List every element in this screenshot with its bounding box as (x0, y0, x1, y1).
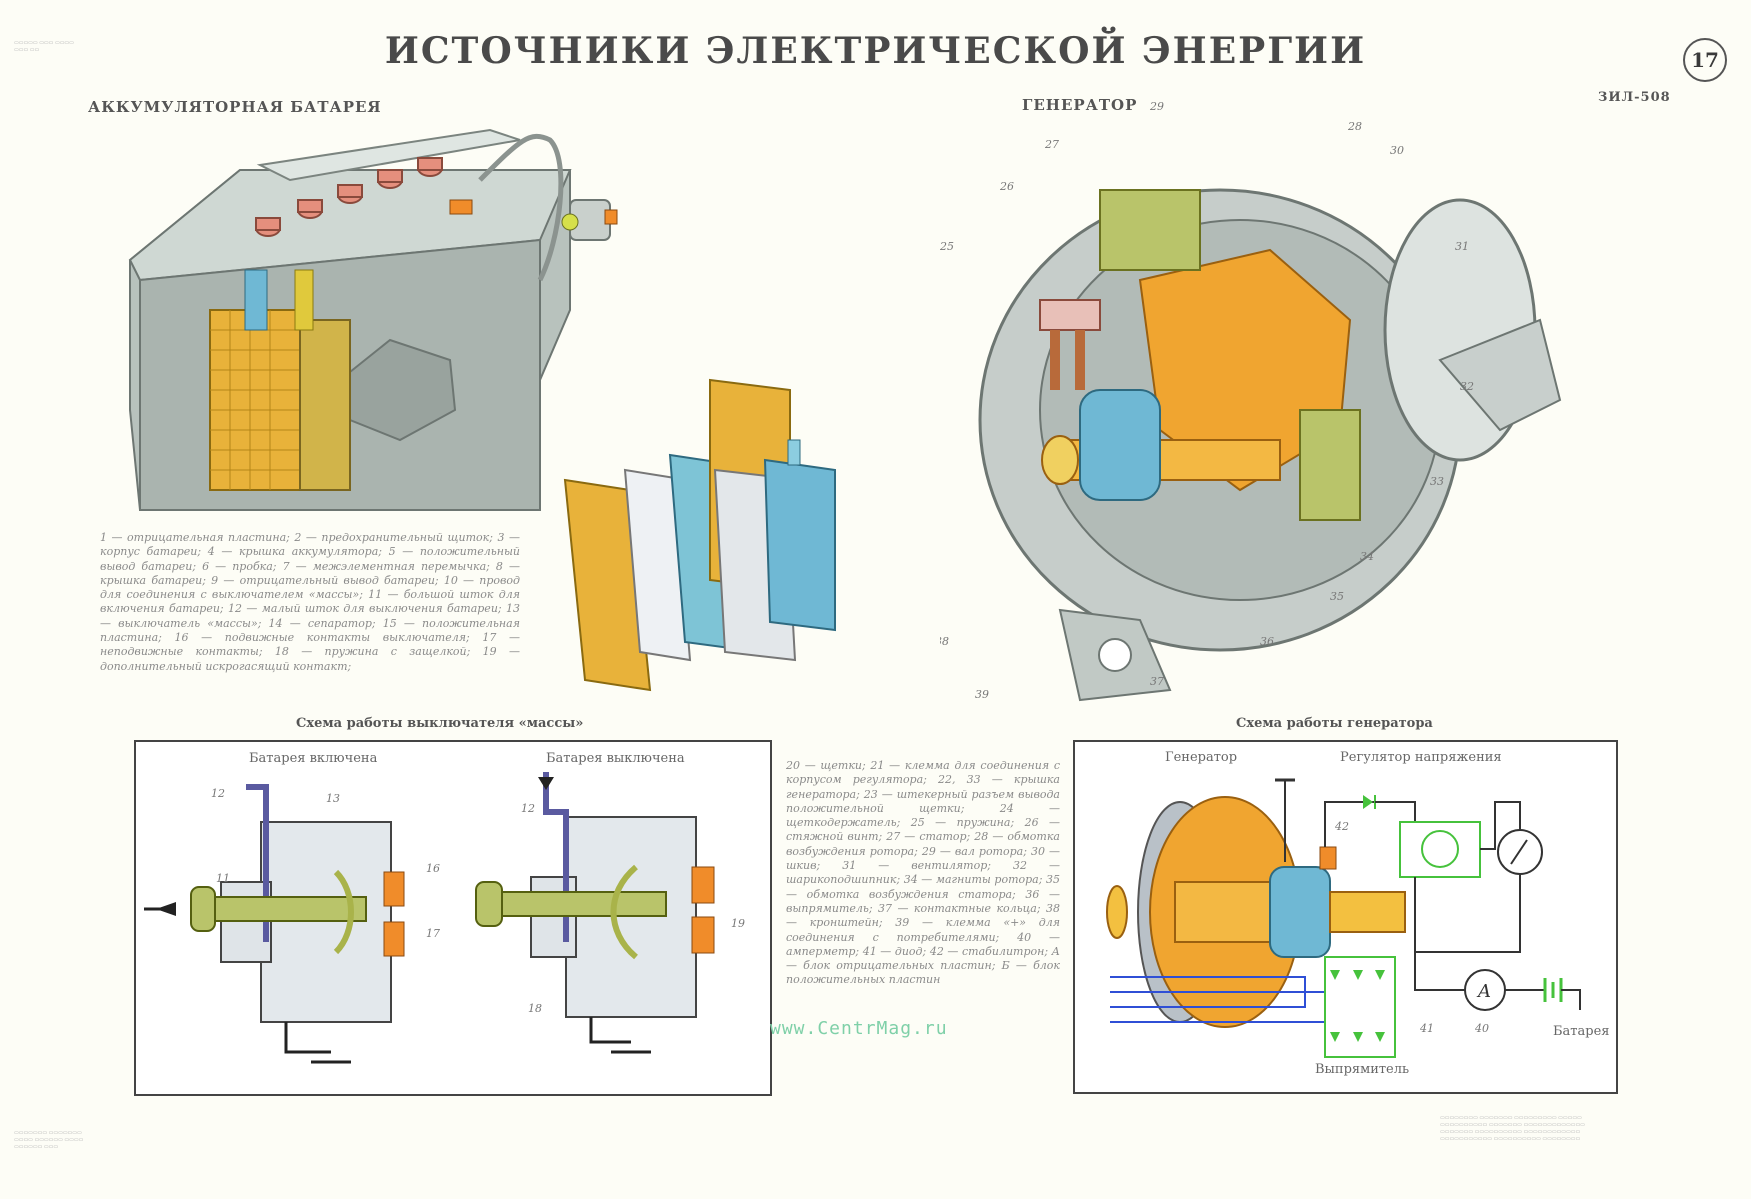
generator-scheme-heading: Схема работы генератора (1236, 716, 1433, 731)
svg-text:31: 31 (1455, 240, 1469, 253)
switch-scheme-heading: Схема работы выключателя «массы» (296, 716, 584, 731)
svg-text:39: 39 (975, 688, 989, 701)
battery-heading: АККУМУЛЯТОРНАЯ БАТАРЕЯ (88, 98, 382, 116)
svg-text:17: 17 (426, 927, 440, 940)
svg-text:42: 42 (1334, 820, 1349, 833)
rectifier-label: Выпрямитель (1315, 1062, 1410, 1077)
caption-battery-off: Батарея выключена (546, 751, 685, 766)
battery-legend: 1 — отрицательная пластина; 2 — предохра… (100, 531, 520, 673)
svg-text:26: 26 (999, 180, 1014, 193)
svg-text:35: 35 (1330, 590, 1344, 603)
svg-text:41: 41 (1419, 1022, 1434, 1035)
switch-off-drawing: 12 19 18 (475, 772, 745, 1054)
battery-illustration (128, 128, 618, 511)
generator-legend: 20 — щетки; 21 — клемма для соединения с… (786, 759, 1060, 987)
svg-text:11: 11 (216, 872, 230, 885)
caption-battery-on: Батарея включена (249, 751, 378, 766)
svg-text:30: 30 (1390, 144, 1404, 157)
svg-text:27: 27 (1044, 138, 1059, 151)
svg-text:38: 38 (940, 635, 949, 648)
publisher-fineprint-bottom: ▭▭▭▭▭▭▭ ▭▭▭▭▭▭▭▭▭▭▭ ▭▭▭▭▭▭ ▭▭▭▭▭▭▭▭▭▭ ▭▭… (14, 1130, 84, 1150)
svg-text:37: 37 (1150, 675, 1164, 688)
imprint-fineprint: ▭▭▭▭▭▭▭▭ ▭▭▭▭▭▭▭ ▭▭▭▭▭▭▭▭▭ ▭▭▭▭▭▭▭▭▭▭▭▭▭… (1440, 1115, 1585, 1142)
switch-scheme-drawing: 12 13 11 16 17 12 19 18 (144, 772, 745, 1064)
svg-text:29: 29 (1149, 100, 1164, 113)
svg-text:18: 18 (528, 1002, 542, 1015)
svg-text:25: 25 (940, 240, 954, 253)
plates-exploded-illustration (563, 378, 836, 692)
watermark-text: www.CentrMag.ru (770, 1018, 948, 1039)
svg-text:36: 36 (1260, 635, 1274, 648)
svg-text:12: 12 (211, 787, 225, 800)
generator-heading: ГЕНЕРАТОР (1022, 96, 1138, 114)
mass-switch-drawing (561, 199, 618, 241)
battery-label: Батарея (1553, 1024, 1610, 1039)
svg-text:32: 32 (1460, 380, 1474, 393)
regulator-label: Регулятор напряжения (1340, 750, 1502, 765)
svg-text:13: 13 (326, 792, 340, 805)
svg-text:19: 19 (731, 917, 745, 930)
svg-text:40: 40 (1474, 1022, 1489, 1035)
svg-text:28: 28 (1347, 120, 1362, 133)
generator-model: ЗИЛ-508 (1598, 90, 1671, 105)
svg-text:34: 34 (1360, 550, 1374, 563)
svg-text:33: 33 (1430, 475, 1444, 488)
page-number: 17 (1683, 38, 1727, 82)
page-title: ИСТОЧНИКИ ЭЛЕКТРИЧЕСКОЙ ЭНЕРГИИ (384, 30, 1367, 72)
svg-text:12: 12 (521, 802, 535, 815)
publisher-fineprint-top: ▭▭▭▭▭ ▭▭▭ ▭▭▭▭▭▭▭ ▭▭ (14, 40, 74, 53)
generator-scheme-frame: Генератор Регулятор напряжения Выпрямите… (1073, 740, 1618, 1094)
generator-label: Генератор (1165, 750, 1238, 765)
generator-scheme-drawing: A 42 41 40 (1106, 778, 1581, 1058)
svg-text:16: 16 (426, 862, 440, 875)
ammeter-symbol: A (1476, 981, 1491, 1002)
switch-on-drawing: 12 13 11 16 17 (144, 784, 440, 1064)
